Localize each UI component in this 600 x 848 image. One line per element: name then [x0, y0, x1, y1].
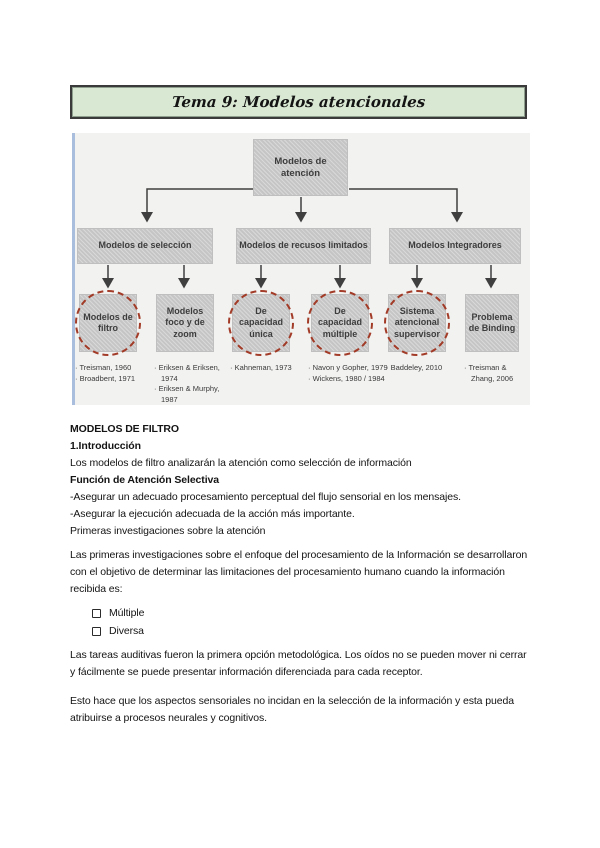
node-modelos-de-atencion: Modelos de atención [253, 139, 348, 196]
diagram-left-edge [72, 133, 75, 405]
dash-item: -Asegurar un adecuado procesamiento perc… [70, 491, 461, 503]
node-modelos-foco-zoom: Modelos foco y de zoom [156, 294, 214, 352]
paragraph: Esto hace que los aspectos sensoriales n… [70, 695, 514, 724]
connector-arrows [102, 188, 497, 289]
reference: Wickens, 1980 / 1984 [308, 374, 390, 385]
page-title: Tema 9: Modelos atencionales [171, 93, 426, 111]
list-item-label: Diversa [109, 624, 144, 637]
body-content: MODELOS DE FILTRO 1.Introducción Los mod… [70, 421, 532, 727]
intro-line: Los modelos de filtro analizarán la aten… [70, 457, 412, 469]
paragraph: Las primeras investigaciones sobre el en… [70, 549, 528, 595]
reference: Treisman & Zhang, 2006 [464, 363, 526, 384]
checkbox-icon [92, 608, 101, 618]
node-capacidad-multiple: De capacidad múltiple [311, 294, 369, 352]
list-item: Múltiple [92, 604, 532, 622]
dash-item: -Asegurar la ejecución adecuada de la ac… [70, 508, 355, 520]
reference: Navon y Gopher, 1979 [308, 363, 390, 374]
reference: Kahneman, 1973 [230, 363, 308, 374]
section-heading: MODELOS DE FILTRO [70, 423, 179, 435]
refs-modelos-foco-zoom: Eriksen & Eriksen, 1974 Eriksen & Murphy… [154, 363, 232, 405]
refs-capacidad-multiple: Navon y Gopher, 1979 Wickens, 1980 / 198… [308, 363, 390, 384]
reference: Baddeley, 2010 [386, 363, 464, 374]
checkbox-icon [92, 626, 101, 636]
paragraph: Las tareas auditivas fueron la primera o… [70, 649, 527, 678]
refs-problema-binding: Treisman & Zhang, 2006 [464, 363, 526, 384]
node-sistema-atencional-supervisor: Sistema atencional supervisor [388, 294, 446, 352]
node-modelos-integradores: Modelos Integradores [389, 228, 521, 264]
reference: Broadbent, 1971 [75, 374, 153, 385]
reference: Eriksen & Murphy, 1987 [154, 384, 232, 405]
attention-models-diagram: Modelos de atención Modelos de selección… [72, 133, 530, 405]
function-heading: Función de Atención Selectiva [70, 474, 219, 486]
reference: Eriksen & Eriksen, 1974 [154, 363, 232, 384]
subheading: Primeras investigaciones sobre la atenci… [70, 525, 266, 537]
node-capacidad-unica: De capacidad única [232, 294, 290, 352]
refs-sistema-atencional: Baddeley, 2010 [386, 363, 464, 374]
refs-modelos-de-filtro: Treisman, 1960 Broadbent, 1971 [75, 363, 153, 384]
node-modelos-de-filtro: Modelos de filtro [79, 294, 137, 352]
title-banner: Tema 9: Modelos atencionales [70, 85, 527, 119]
list-item: Diversa [92, 622, 532, 640]
node-modelos-recursos-limitados: Modelos de recusos limitados [236, 228, 371, 264]
reference: Treisman, 1960 [75, 363, 153, 374]
node-problema-de-binding: Problema de Binding [465, 294, 519, 352]
node-modelos-de-seleccion: Modelos de selección [77, 228, 213, 264]
checkbox-list: Múltiple Diversa [92, 604, 532, 640]
subsection-heading: 1.Introducción [70, 440, 141, 452]
refs-capacidad-unica: Kahneman, 1973 [230, 363, 308, 374]
list-item-label: Múltiple [109, 606, 145, 619]
